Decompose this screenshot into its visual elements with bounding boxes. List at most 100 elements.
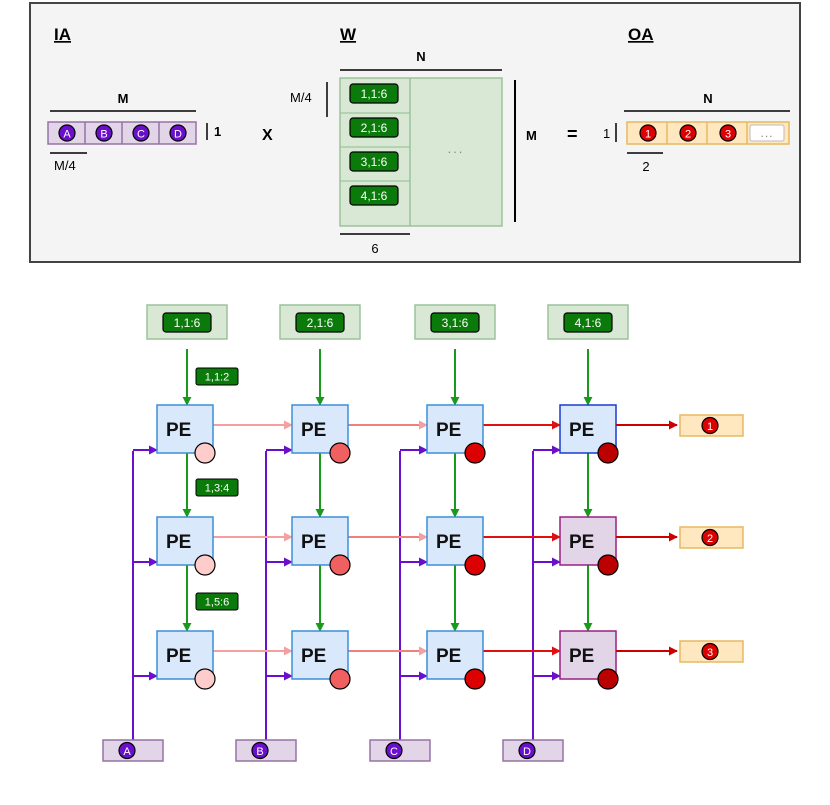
w-title: W (340, 25, 357, 44)
pe-psum-dot (597, 554, 619, 576)
pe-cell: PE (426, 516, 486, 576)
oa-item-3 (719, 124, 737, 142)
activation-input-B (251, 741, 269, 760)
ia-item-B (95, 124, 113, 142)
w-blocks: 1,1:6 2,1:6 3,1:6 4,1:6 (340, 83, 410, 206)
w-block-label: 4,1:6 (361, 189, 388, 203)
pe-cell: PE (426, 630, 486, 690)
oa-vector: 1 2 3... (626, 121, 790, 145)
pe-psum-dot (464, 554, 486, 576)
oa-item-label: 2 (685, 129, 691, 141)
pe-label: PE (301, 420, 326, 441)
oa-title: OA (628, 25, 654, 44)
pe-label: PE (301, 646, 326, 667)
pe-psum-dot (464, 442, 486, 464)
w-block-label: 2,1:6 (361, 121, 388, 135)
output-item-label: 2 (707, 533, 713, 545)
ia-vector: A B C D (47, 121, 197, 145)
ia-item-A (58, 124, 76, 142)
ia-item-label: A (63, 129, 71, 141)
w-6-label: 6 (371, 241, 378, 256)
weight-input-block (295, 312, 345, 333)
pe-psum-dot (597, 442, 619, 464)
weight-input-box (547, 304, 629, 340)
pe-cell: PE (291, 516, 351, 576)
ia-item-label: C (137, 129, 145, 141)
pe-cell: PE (559, 516, 619, 576)
ia-1-label: 1 (214, 124, 221, 139)
pe-label: PE (436, 532, 461, 553)
weight-input-label: 2,1:6 (307, 316, 334, 330)
oa-1-label: 1 (603, 126, 610, 141)
oa-2-label: 2 (642, 159, 649, 174)
equals-sign: = (567, 124, 578, 144)
w-block-label: 1,1:6 (361, 87, 388, 101)
oa-n-label: N (703, 91, 712, 106)
ia-item-label: D (174, 129, 182, 141)
oa-item-label: 3 (725, 129, 731, 141)
w-n-label: N (416, 49, 425, 64)
w-ellipsis: ... (448, 141, 465, 156)
output-item-2 (701, 528, 719, 547)
w-block (349, 151, 399, 172)
weight-input-block (162, 312, 212, 333)
weight-chunk-label: 1,5:6 (205, 597, 229, 609)
weight-input-label: 1,1:6 (174, 316, 201, 330)
weight-chunk-block (195, 367, 239, 386)
pe-psum-dot (329, 668, 351, 690)
pe-cell: PE (559, 630, 619, 690)
pe-psum-dot (329, 442, 351, 464)
ia-m-label: M (118, 91, 129, 106)
pe-psum-dot (194, 668, 216, 690)
output-item-3 (701, 642, 719, 661)
w-block-label: 3,1:6 (361, 155, 388, 169)
pe-cell: PE (156, 630, 216, 690)
oa-item-2 (679, 124, 697, 142)
activation-input-A (118, 741, 136, 760)
activation-input-label: A (123, 746, 131, 758)
weight-input-block (563, 312, 613, 333)
weight-input-label: 4,1:6 (575, 316, 602, 330)
activation-input-D (518, 741, 536, 760)
weight-chunk-block (195, 478, 239, 497)
pe-cell: PE (291, 404, 351, 464)
pe-label: PE (569, 646, 594, 667)
pe-psum-dot (464, 668, 486, 690)
ia-item-D (169, 124, 187, 142)
pe-cell: PE (156, 516, 216, 576)
activation-input-label: B (256, 746, 263, 758)
output-item-label: 3 (707, 647, 713, 659)
times-sign: X (262, 127, 273, 144)
w-block (349, 83, 399, 104)
activation-input-C (385, 741, 403, 760)
pe-cell: PE (291, 630, 351, 690)
pe-label: PE (436, 420, 461, 441)
weight-chunk-block (195, 592, 239, 611)
pe-label: PE (166, 646, 191, 667)
ia-m4-label: M/4 (54, 158, 76, 173)
ia-item-label: B (100, 129, 107, 141)
w-m-label: M (526, 128, 537, 143)
pe-psum-dot (194, 442, 216, 464)
w-block (349, 117, 399, 138)
pe-label: PE (166, 420, 191, 441)
pe-cell: PE (156, 404, 216, 464)
oa-item-label: 1 (645, 129, 651, 141)
oa-item-1 (639, 124, 657, 142)
w-m4-label: M/4 (290, 90, 312, 105)
ia-title: IA (54, 25, 71, 44)
pe-cell: PE (559, 404, 619, 464)
oa-ellipsis: ... (760, 126, 773, 140)
pe-label: PE (436, 646, 461, 667)
pe-label: PE (569, 532, 594, 553)
weight-input-block (430, 312, 480, 333)
pe-psum-dot (597, 668, 619, 690)
pe-label: PE (569, 420, 594, 441)
pe-psum-dot (329, 554, 351, 576)
pe-psum-dot (194, 554, 216, 576)
weight-chunk-label: 1,1:2 (205, 372, 229, 384)
pe-cell: PE (426, 404, 486, 464)
activation-input-label: D (523, 746, 531, 758)
oa-ellipsis-box (749, 124, 785, 142)
